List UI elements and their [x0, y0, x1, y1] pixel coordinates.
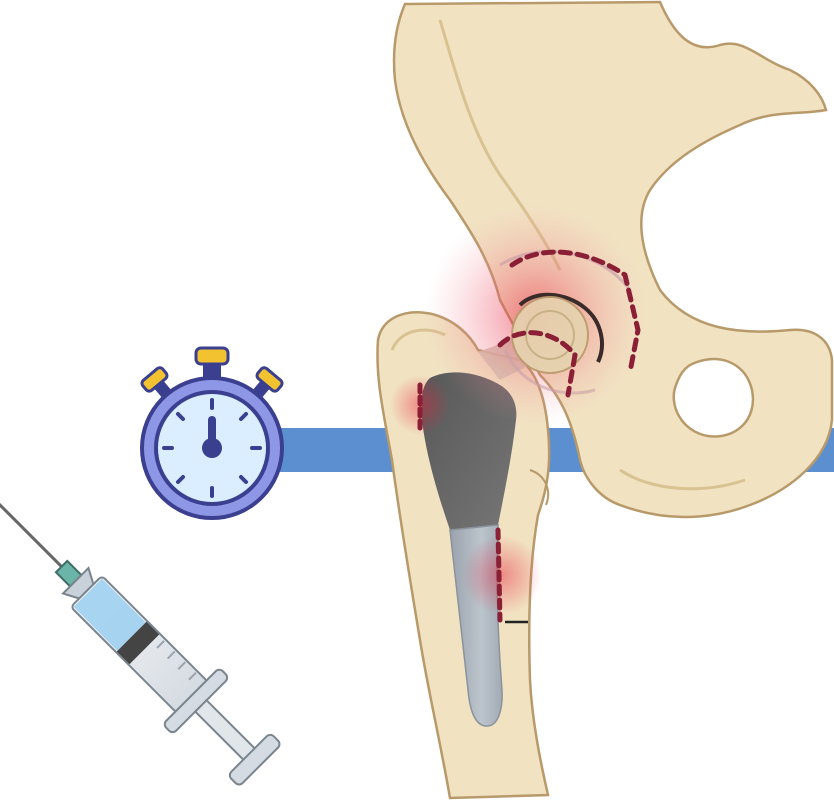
suture-distal — [498, 530, 500, 620]
obturator-foramen — [674, 359, 753, 437]
stopwatch-icon — [140, 348, 283, 518]
hip-joint — [425, 205, 645, 425]
